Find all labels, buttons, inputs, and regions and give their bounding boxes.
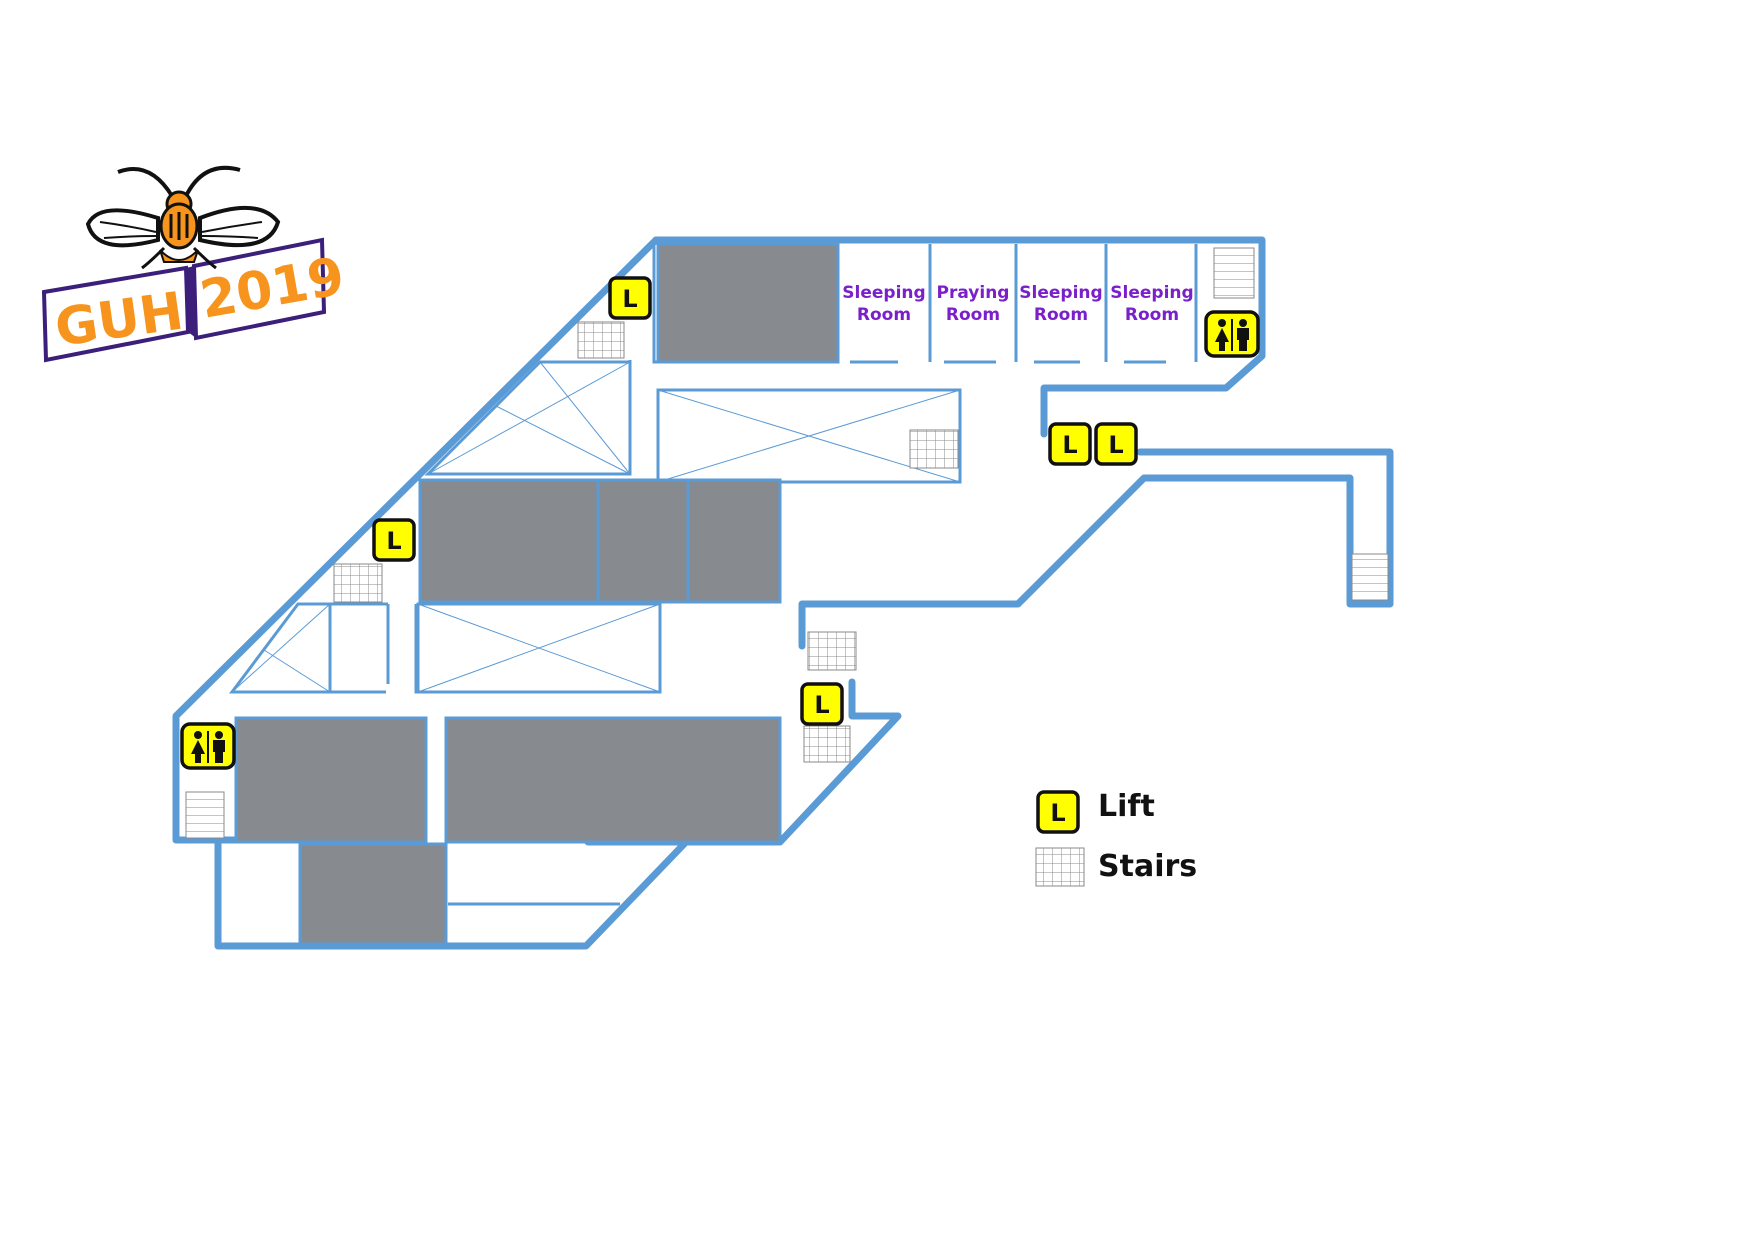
room-sleeping-3: Sleeping Room (1110, 283, 1193, 325)
lift-letter: L (814, 691, 829, 719)
room-sleeping-2: Sleeping Room (1019, 283, 1102, 325)
room-sleeping-1: Sleeping Room (842, 283, 925, 325)
room-label-line2: Room (946, 305, 1000, 325)
stairs (185, 247, 1389, 839)
room-label-line1: Sleeping (842, 283, 925, 303)
map-legend: L Lift Stairs (1035, 789, 1197, 887)
stairs-icon (1213, 247, 1255, 299)
lift-letter: L (1050, 799, 1065, 827)
stairs-icon (185, 791, 225, 839)
void-areas (229, 360, 962, 694)
legend-stairs: Stairs (1035, 847, 1197, 887)
stairs-icon (807, 631, 857, 671)
room-labels: Sleeping Room Praying Room Sleeping Room… (842, 283, 1193, 325)
lift-icon: L (608, 276, 652, 320)
room-label-line2: Room (1034, 305, 1088, 325)
stairs-icon (333, 563, 383, 603)
stairs-icon (909, 429, 959, 469)
lift-letter: L (386, 527, 401, 555)
room-label-line2: Room (857, 305, 911, 325)
occupied-blocks (234, 242, 840, 946)
legend-lift-label: Lift (1098, 789, 1155, 824)
stairs-icon (1035, 847, 1085, 887)
legend-lift: L Lift (1036, 789, 1155, 834)
lift-icon: L (1036, 790, 1080, 834)
lift-icon: L (1048, 422, 1092, 466)
room-label-line1: Sleeping (1110, 283, 1193, 303)
legend-stairs-label: Stairs (1098, 849, 1197, 884)
room-label-line2: Room (1125, 305, 1179, 325)
lift-letter: L (1108, 431, 1123, 459)
lift-icon: L (372, 518, 416, 562)
stairs-icon (1351, 553, 1389, 601)
stairs-icon (577, 321, 625, 359)
stairs-icon (803, 725, 851, 763)
lift-icon: L (800, 682, 844, 726)
lift-letter: L (622, 285, 637, 313)
toilet-icon (180, 722, 236, 770)
lift-letter: L (1062, 431, 1077, 459)
guh-2019-logo: GUH 2019 (41, 165, 349, 363)
room-label-line1: Sleeping (1019, 283, 1102, 303)
room-praying: Praying Room (937, 283, 1010, 325)
toilet-icon (1204, 310, 1260, 358)
bee-icon (85, 165, 281, 270)
lifts: L L L L L (372, 276, 1138, 726)
room-label-line1: Praying (937, 283, 1010, 303)
lift-icon: L (1094, 422, 1138, 466)
